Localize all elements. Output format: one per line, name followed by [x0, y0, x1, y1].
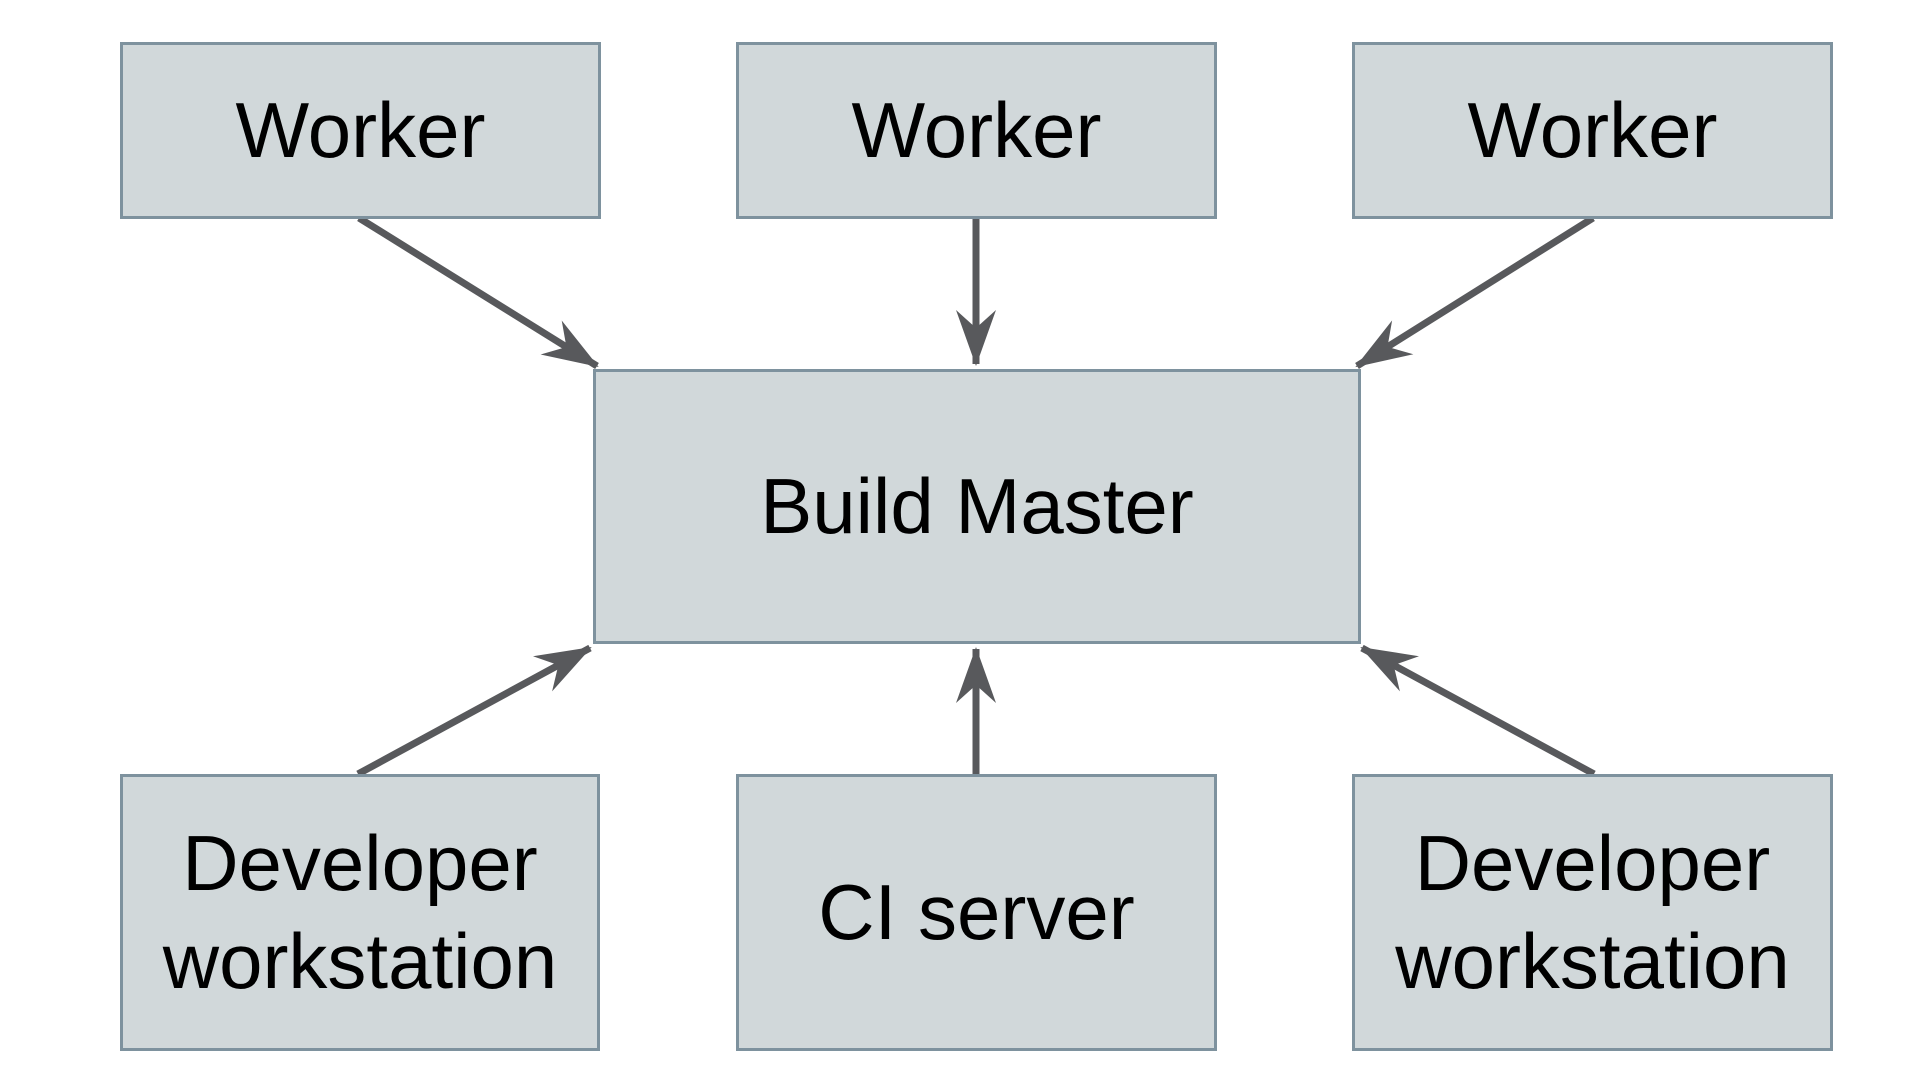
arrow-devright-to-buildmaster — [1360, 644, 1596, 778]
node-developer-workstation-left-label: Developer workstation — [162, 819, 558, 1005]
node-worker-1-label: Worker — [235, 85, 486, 174]
arrow-devleft-to-buildmaster — [356, 644, 592, 778]
node-developer-workstation-left: Developer workstation — [120, 774, 600, 1051]
node-build-master: Build Master — [593, 369, 1361, 644]
node-worker-3: Worker — [1352, 42, 1833, 219]
node-ci-server: CI server — [736, 774, 1217, 1051]
node-build-master-label: Build Master — [760, 461, 1194, 550]
node-ci-server-label: CI server — [818, 867, 1135, 956]
node-worker-2-label: Worker — [851, 85, 1102, 174]
node-worker-1: Worker — [120, 42, 601, 219]
node-developer-workstation-right: Developer workstation — [1352, 774, 1833, 1051]
node-developer-workstation-right-label: Developer workstation — [1395, 819, 1790, 1005]
node-worker-2: Worker — [736, 42, 1217, 219]
node-worker-3-label: Worker — [1467, 85, 1718, 174]
arrow-worker3-to-buildmaster — [1355, 215, 1595, 369]
arrow-worker1-to-buildmaster — [357, 215, 599, 369]
